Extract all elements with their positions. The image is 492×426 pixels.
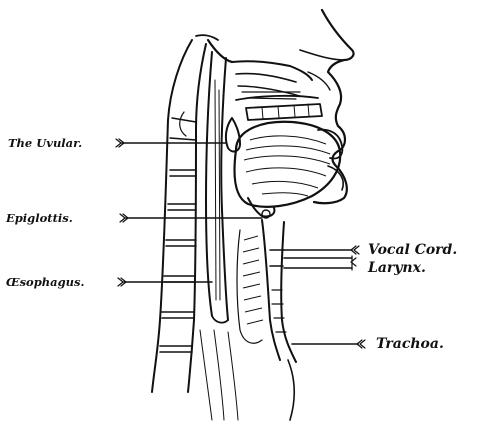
neck-soft-tissue	[200, 330, 294, 420]
uvula	[226, 118, 240, 151]
label-vocal-cord: Vocal Cord.	[368, 242, 457, 258]
label-oesophagus: Œsophagus.	[6, 275, 84, 289]
pharynx-oesophagus	[196, 35, 232, 322]
label-epiglottis: Epiglottis.	[5, 211, 73, 225]
label-larynx: Larynx.	[367, 260, 426, 276]
nasal-cavity	[232, 61, 312, 99]
larynx-trachea	[237, 220, 296, 362]
epiglottis	[248, 198, 274, 218]
upper-teeth	[236, 96, 322, 120]
larynx-pointer-bracket-icon	[351, 256, 356, 270]
label-uvula: The Uvular.	[8, 136, 82, 150]
tongue	[235, 122, 341, 207]
cervical-spine	[152, 40, 206, 392]
pointer-lines	[116, 139, 365, 348]
label-trachea: Trachoa.	[376, 336, 444, 352]
